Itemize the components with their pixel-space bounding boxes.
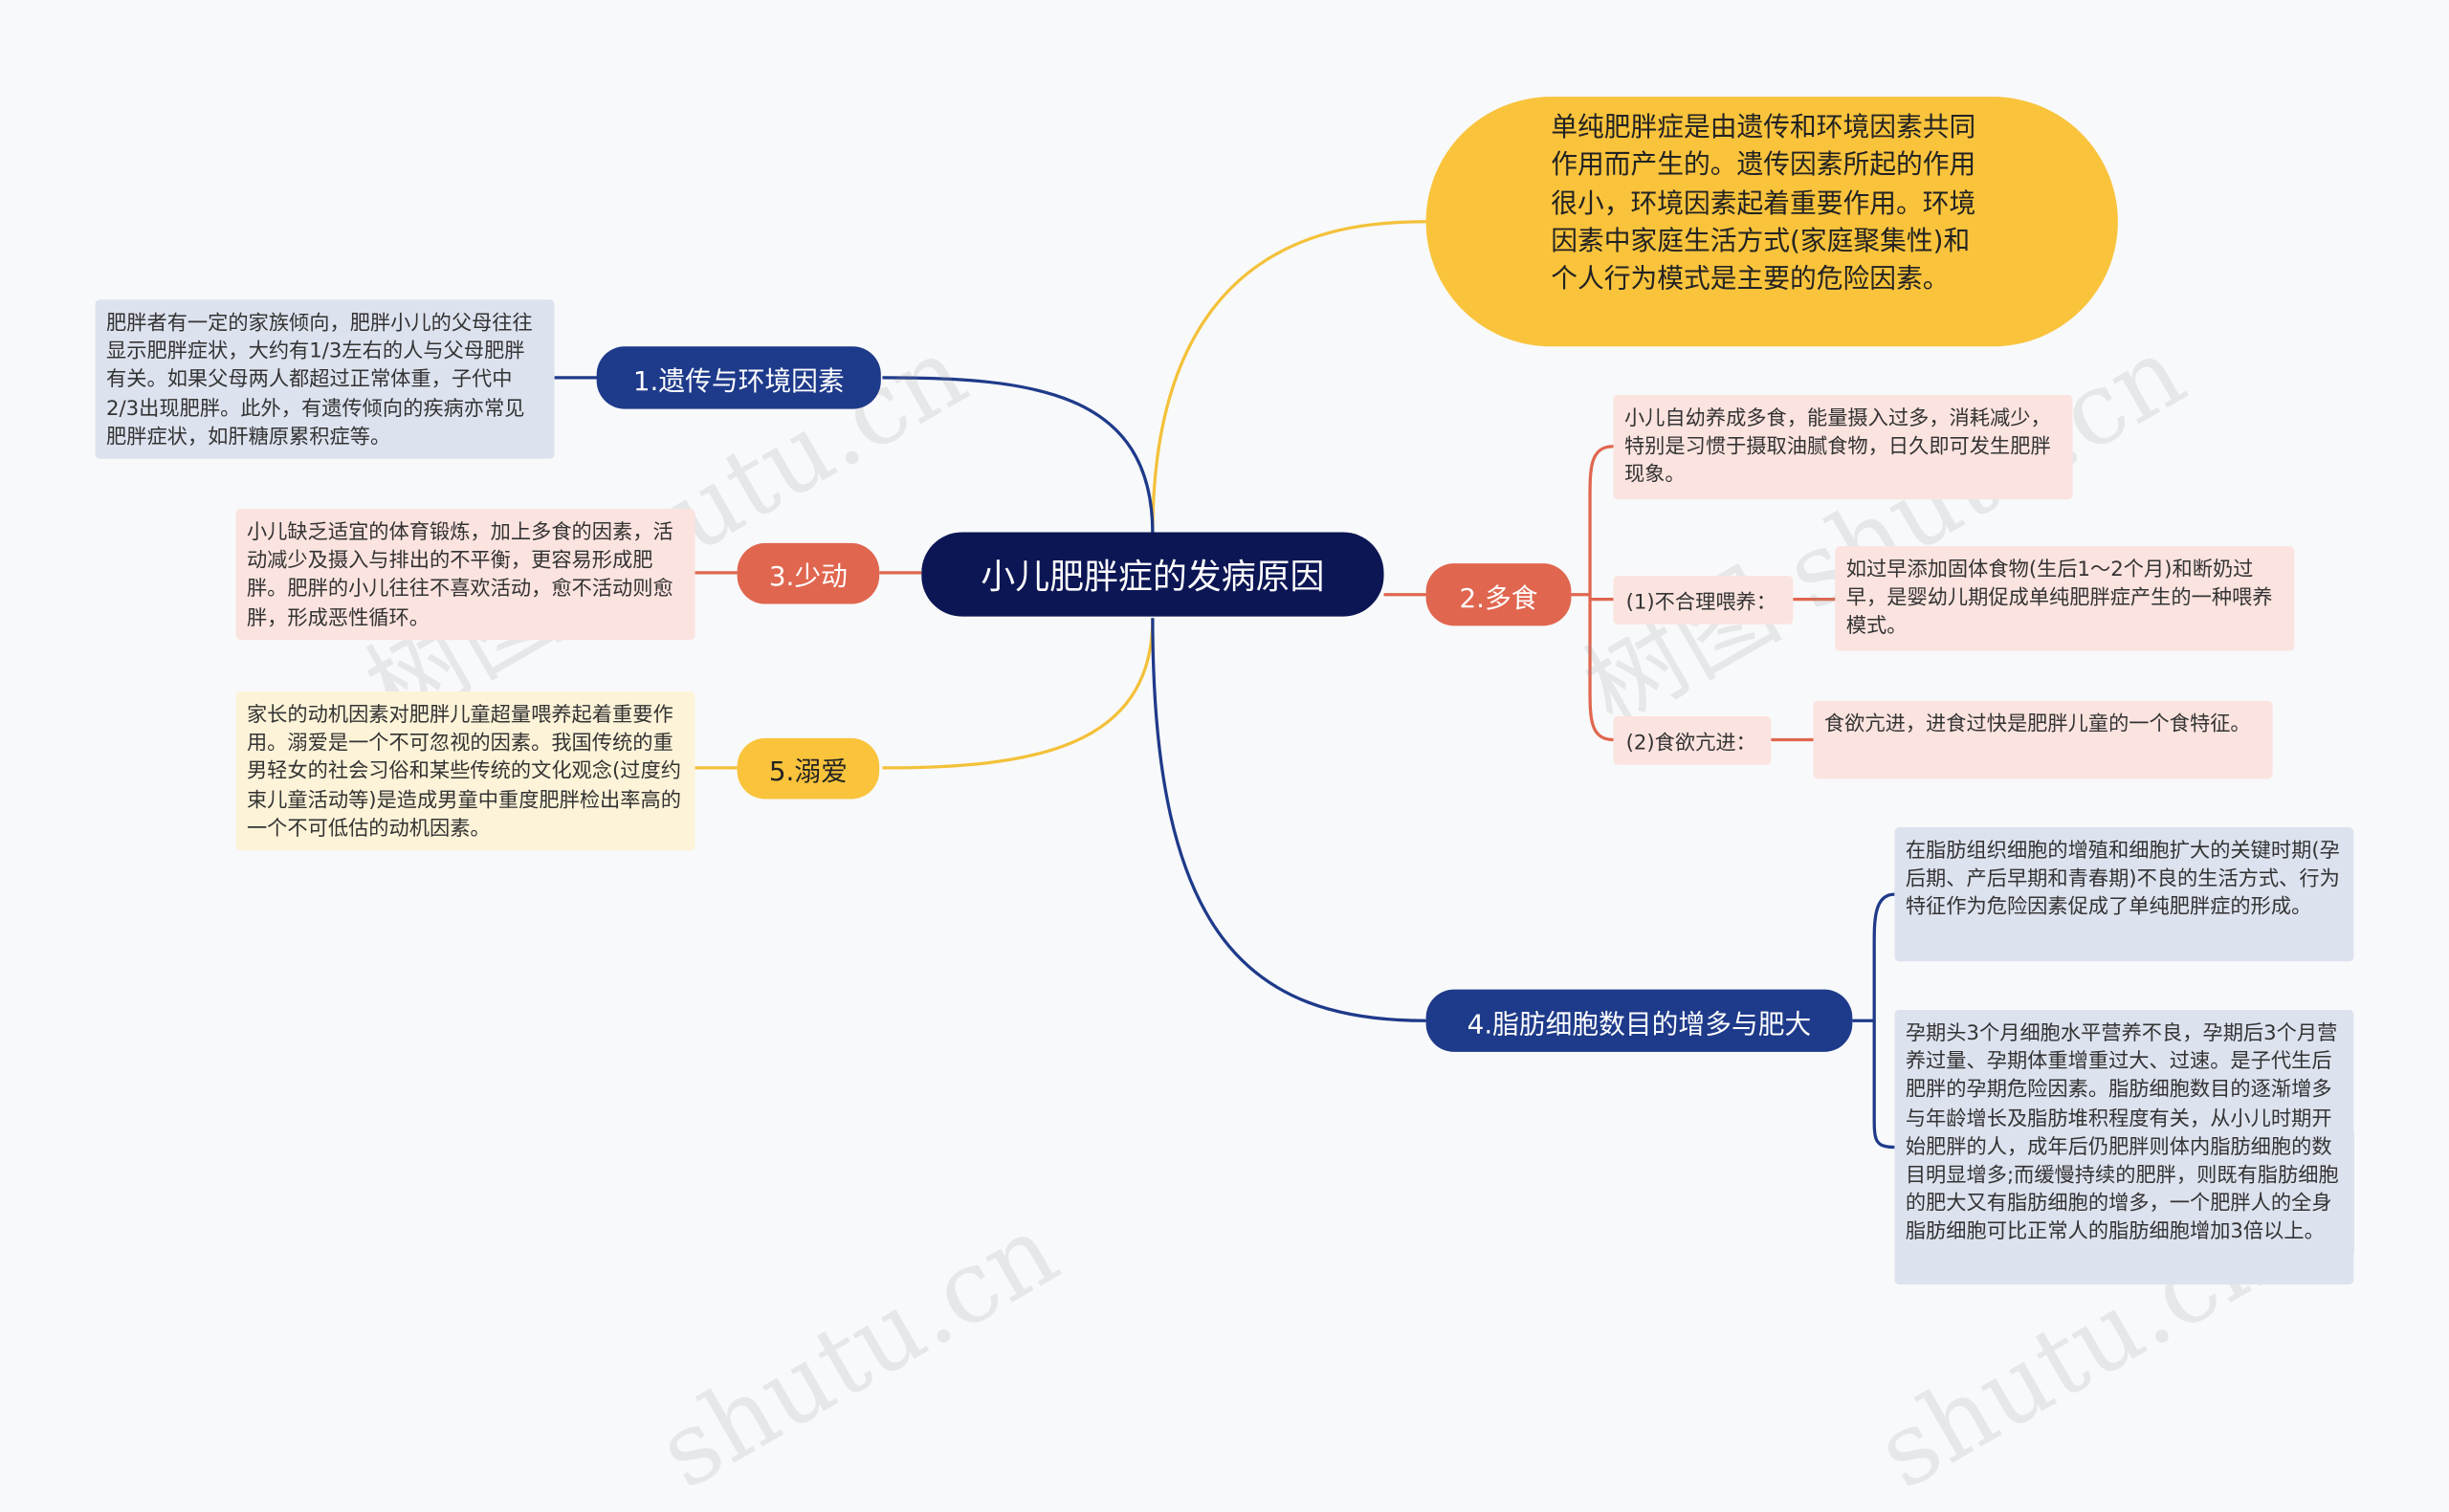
note-hyperphagia: 食欲亢进，进食过快是肥胖儿童的一个食特征。 — [1813, 700, 2273, 779]
note-text: 在脂肪组织细胞的增殖和细胞扩大的关键时期(孕后期、产后早期和青春期)不良的生活方… — [1905, 839, 2340, 920]
connector-lines — [554, 220, 1895, 1150]
branch-overeating[interactable]: 2.多食 — [1425, 563, 1572, 626]
branch-label: 5.溺爱 — [768, 756, 848, 789]
subtopic-label: (1)不合理喂养： — [1625, 591, 1777, 615]
branch-fat-cells[interactable]: 4.脂肪细胞数目的增多与肥大 — [1425, 989, 1853, 1052]
note-inactivity: 小儿缺乏适宜的体育锻炼，加上多食的因素，活动减少及摄入与排出的不平衡，更容易形成… — [235, 509, 695, 641]
central-topic-label: 小儿肥胖症的发病原因 — [981, 559, 1325, 599]
note-text: 食欲亢进，进食过快是肥胖儿童的一个食特征。 — [1823, 712, 2251, 737]
branch-doting[interactable]: 5.溺爱 — [737, 737, 880, 800]
branch-label: 1.遗传与环境因素 — [632, 365, 845, 398]
branch-inactivity[interactable]: 3.少动 — [737, 542, 880, 604]
summary-bubble[interactable]: 单纯肥胖症是由遗传和环境因素共同作用而产生的。遗传因素所起的作用很小，环境因素起… — [1425, 97, 2118, 347]
note-fat-cells-pregnancy: 孕期头3个月细胞水平营养不良，孕期后3个月营养过量、孕期体重增重过大、过速。是子… — [1894, 1009, 2354, 1285]
note-doting: 家长的动机因素对肥胖儿童超量喂养起着重要作用。溺爱是一个不可忽视的因素。我国传统… — [235, 690, 695, 851]
subtopic-label: (2)食欲亢进： — [1625, 732, 1756, 756]
note-improper-feeding: 如过早添加固体食物(生后1～2个月)和断奶过早，是婴幼儿期促成单纯肥胖症产生的一… — [1835, 546, 2295, 651]
note-text: 孕期头3个月细胞水平营养不良，孕期后3个月营养过量、孕期体重增重过大、过速。是子… — [1905, 1021, 2339, 1245]
subtopic-hyperphagia[interactable]: (2)食欲亢进： — [1613, 716, 1772, 765]
branch-label: 3.少动 — [768, 561, 848, 594]
note-text: 家长的动机因素对肥胖儿童超量喂养起着重要作用。溺爱是一个不可忽视的因素。我国传统… — [246, 704, 681, 842]
note-text: 肥胖者有一定的家族倾向，肥胖小儿的父母往往显示肥胖症状，大约有1/3左右的人与父… — [106, 312, 533, 449]
branch-label: 2.多食 — [1459, 582, 1538, 615]
branch-label: 4.脂肪细胞数目的增多与肥大 — [1467, 1009, 1812, 1041]
note-overeating: 小儿自幼养成多食，能量摄入过多，消耗减少，特别是习惯于摄取油腻食物，日久即可发生… — [1613, 394, 2073, 500]
note-fat-cells-critical-period: 在脂肪组织细胞的增殖和细胞扩大的关键时期(孕后期、产后早期和青春期)不良的生活方… — [1894, 826, 2354, 962]
subtopic-improper-feeding[interactable]: (1)不合理喂养： — [1613, 576, 1794, 625]
mindmap-canvas: 树图 shutu.cn 树图 shutu.cn shutu.cn shutu.c… — [95, 97, 2354, 1512]
note-text: 小儿缺乏适宜的体育锻炼，加上多食的因素，活动减少及摄入与排出的不平衡，更容易形成… — [246, 521, 673, 630]
note-genetics: 肥胖者有一定的家族倾向，肥胖小儿的父母往往显示肥胖症状，大约有1/3左右的人与父… — [95, 299, 555, 459]
branch-genetics-environment[interactable]: 1.遗传与环境因素 — [596, 346, 881, 409]
note-text: 如过早添加固体食物(生后1～2个月)和断奶过早，是婴幼儿期促成单纯肥胖症产生的一… — [1845, 559, 2273, 640]
note-text: 小儿自幼养成多食，能量摄入过多，消耗减少，特别是习惯于摄取油腻食物，日久即可发生… — [1623, 406, 2051, 488]
summary-text: 单纯肥胖症是由遗传和环境因素共同作用而产生的。遗传因素所起的作用很小，环境因素起… — [1551, 112, 1976, 296]
central-topic[interactable]: 小儿肥胖症的发病原因 — [921, 532, 1384, 617]
